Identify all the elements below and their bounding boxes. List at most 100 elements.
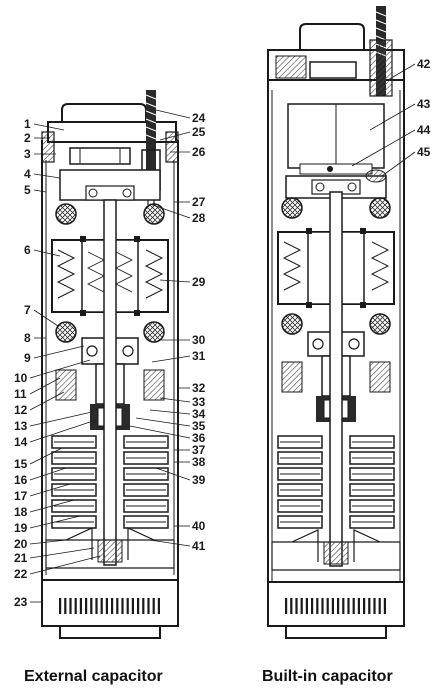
callout-4: 4 [24,167,31,181]
callout-11: 11 [14,387,27,401]
grille-slot [79,598,82,614]
grille-slot [357,598,360,614]
leader-line [155,109,191,119]
grille-slot [95,598,98,614]
callout-28: 28 [192,211,206,225]
leader-line [351,129,416,167]
leader-line [29,411,93,427]
callout-8: 8 [24,331,31,345]
callout-39: 39 [192,473,206,487]
grille-slot [295,598,298,614]
leader-line [159,279,191,283]
leader-line [149,409,191,415]
right-outer-casing [267,80,405,612]
callout-29: 29 [192,275,206,289]
grille-slot [90,598,93,614]
grille-slot [368,598,371,614]
callout-45: 45 [417,145,431,159]
grille-slot [290,598,293,614]
leader-line [29,359,91,379]
grille-slot [152,598,155,614]
left-top-cap [41,103,179,165]
grille-slot [352,598,355,614]
leader-line [29,391,65,411]
grille-slot [305,598,308,614]
grille-slot [331,598,334,614]
caption-external-capacitor: External capacitor [24,668,163,685]
leader-line [29,419,97,443]
callout-36: 36 [192,431,206,445]
leader-line [33,345,85,359]
grille-slot [157,598,160,614]
left-intake-grille [59,598,160,614]
callout-30: 30 [192,333,206,347]
grille-slot [316,598,319,614]
caption-built-in-capacitor: Built-in capacitor [262,668,393,685]
callout-38: 38 [192,455,206,469]
right-power-cable [369,6,393,97]
callout-40: 40 [192,519,206,533]
callout-23: 23 [14,595,28,609]
callout-12: 12 [14,403,28,417]
grille-slot [311,598,314,614]
callout-34: 34 [192,407,206,421]
leader-line [387,63,416,81]
grille-slot [137,598,140,614]
right-lower-windings [281,313,391,335]
right-capacitor-chamber [287,103,385,175]
callout-24: 24 [192,111,206,125]
leader-line [381,151,416,177]
callout-14: 14 [14,435,28,449]
callout-22: 22 [14,567,28,581]
callout-2: 2 [24,131,31,145]
left-pump [41,90,179,639]
callout-leader-lines [29,63,416,603]
grille-slot [121,598,124,614]
leader-line [29,515,81,529]
left-intake [41,527,179,639]
grille-slot [285,598,288,614]
right-upper-windings [281,197,391,219]
leader-line [129,425,191,439]
leader-line [29,447,63,465]
leader-line [29,499,75,513]
grille-slot [337,598,340,614]
callout-41: 41 [192,539,206,553]
grille-slot [111,598,114,614]
leader-line [159,397,191,403]
leader-line [29,539,67,545]
right-intake [267,529,405,639]
grille-slot [326,598,329,614]
leader-line [29,467,67,481]
leader-line [33,123,65,131]
callout-13: 13 [14,419,28,433]
callout-17: 17 [14,489,28,503]
right-impeller-stages [277,435,395,529]
leader-line [29,483,71,497]
right-intake-grille [285,598,386,614]
left-upper-chamber [59,169,161,201]
leader-line [29,377,61,395]
grille-slot [100,598,103,614]
left-lower-windings [55,321,165,343]
callout-16: 16 [14,473,28,487]
leader-line [159,131,191,141]
leader-line [151,355,191,363]
grille-slot [69,598,72,614]
callout-25: 25 [192,125,206,139]
callout-3: 3 [24,147,31,161]
grille-slot [363,598,366,614]
leader-line [33,173,61,179]
grille-slot [126,598,129,614]
left-shaft [103,199,117,566]
left-outer-casing [41,140,179,580]
callout-35: 35 [192,419,206,433]
leader-line [33,309,59,327]
callout-20: 20 [14,537,28,551]
leader-line [135,417,191,427]
callout-6: 6 [24,243,31,257]
callout-1: 1 [24,117,31,131]
callout-32: 32 [192,381,206,395]
